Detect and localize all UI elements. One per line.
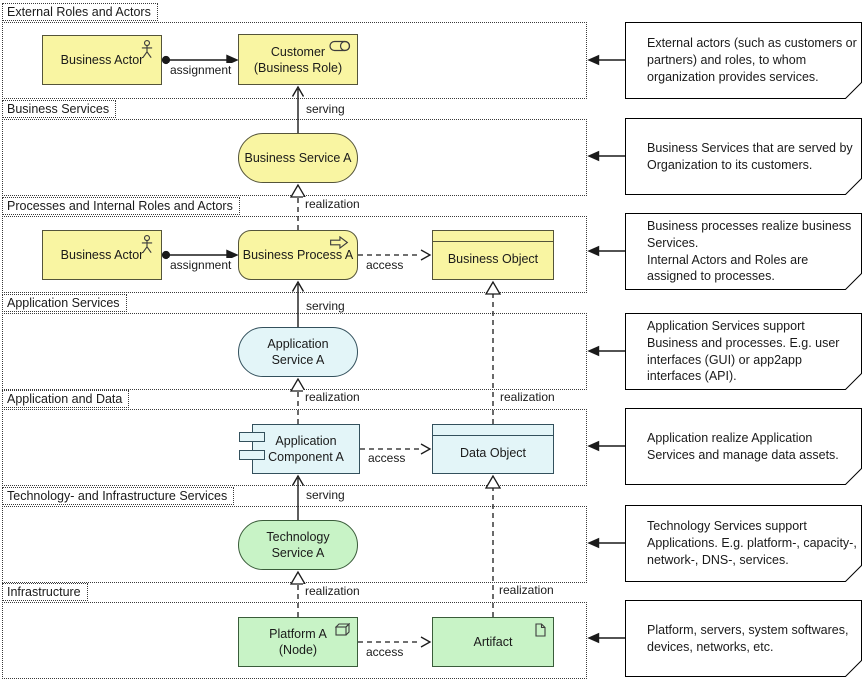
element-label: Application Service A	[267, 337, 329, 367]
business-actor-box[interactable]: Business Actor	[42, 230, 162, 280]
annotation-text: Application Services support Business an…	[647, 319, 840, 384]
data-object-box[interactable]: Data Object	[432, 424, 554, 474]
realization-connector-component-aservice[interactable]	[289, 377, 307, 424]
element-label: Business Process A	[242, 248, 354, 262]
access-connector-component-dataobject[interactable]	[360, 443, 432, 455]
business-object-box[interactable]: Business Object	[432, 230, 554, 280]
assignment-label: assignment	[168, 258, 234, 272]
technology-service-a-box[interactable]: Technology Service A	[238, 520, 358, 570]
annotation-text: Application realize Application Services…	[647, 430, 839, 462]
serving-connector-bservice-customer[interactable]	[291, 85, 305, 133]
annotation-arrows	[587, 54, 625, 644]
actor-icon	[140, 40, 154, 59]
process-icon	[329, 235, 349, 250]
annotation-text: External actors (such as customers or pa…	[647, 36, 857, 84]
artifact-box[interactable]: Artifact	[432, 617, 554, 667]
element-label: Business Actor	[60, 248, 144, 262]
object-title-band	[433, 425, 553, 436]
role-icon	[329, 40, 351, 52]
artifact-icon	[535, 623, 546, 637]
lane-processes-internal-roles-actors[interactable]	[2, 216, 587, 293]
annotation-note-infrastructure[interactable]: Platform, servers, system softwares, dev…	[625, 600, 862, 677]
lane-label-processes-internal-roles-actors: Processes and Internal Roles and Actors	[2, 197, 240, 215]
node-icon	[334, 622, 351, 636]
object-title-band	[433, 231, 553, 242]
assignment-connector-actor-process[interactable]	[161, 249, 239, 261]
actor-icon	[140, 235, 154, 254]
component-body	[252, 424, 360, 474]
serving-label: serving	[304, 102, 347, 116]
realization-label: realization	[498, 390, 557, 404]
access-connector-process-businessobject[interactable]	[358, 249, 432, 261]
annotation-text: Business Services that are served by Org…	[647, 140, 853, 172]
annotation-note-business-services[interactable]: Business Services that are served by Org…	[625, 118, 862, 195]
component-port-icon	[239, 432, 265, 442]
realization-label: realization	[497, 583, 556, 597]
annotation-note-external-actors[interactable]: External actors (such as customers or pa…	[625, 22, 862, 99]
annotation-text: Platform, servers, system softwares, dev…	[647, 622, 849, 654]
lane-external-roles-and-actors[interactable]	[2, 22, 587, 99]
annotation-note-application-services[interactable]: Application Services support Business an…	[625, 313, 862, 390]
serving-label: serving	[304, 488, 347, 502]
access-label: access	[366, 451, 408, 465]
application-component-a-box[interactable]: Application Component A	[239, 424, 360, 474]
serving-connector-aservice-process[interactable]	[291, 280, 305, 327]
realization-connector-platform-tservice[interactable]	[289, 570, 307, 617]
lane-label-business-services: Business Services	[2, 100, 117, 118]
serving-label: serving	[304, 299, 347, 313]
assignment-connector-actor-customer[interactable]	[161, 54, 239, 66]
component-port-icon	[239, 450, 265, 460]
annotation-note-business-processes[interactable]: Business processes realize business Serv…	[625, 213, 862, 290]
assignment-label: assignment	[168, 63, 234, 77]
element-label: Application Component A	[268, 434, 344, 464]
lane-label-technology-infrastructure-services: Technology- and Infrastructure Services	[2, 487, 235, 505]
annotation-note-technology-services[interactable]: Technology Services support Applications…	[625, 505, 862, 582]
business-process-a-box[interactable]: Business Process A	[238, 230, 358, 280]
serving-connector-tservice-component[interactable]	[291, 474, 305, 520]
element-label: Artifact	[473, 635, 513, 649]
lane-application-and-data[interactable]	[2, 409, 587, 486]
element-label: Customer (Business Role)	[253, 44, 343, 75]
realization-label: realization	[303, 197, 362, 211]
platform-a-node-box[interactable]: Platform A (Node)	[238, 617, 358, 667]
annotation-text: Business processes realize business Serv…	[647, 219, 852, 284]
application-service-a-box[interactable]: Application Service A	[238, 327, 358, 377]
realization-label: realization	[303, 584, 362, 598]
element-label: Technology Service A	[266, 530, 330, 560]
business-service-a-box[interactable]: Business Service A	[238, 133, 358, 183]
customer-business-role-box[interactable]: Customer (Business Role)	[238, 34, 358, 85]
realization-connector-artifact-dataobject[interactable]	[484, 474, 502, 617]
access-label: access	[364, 258, 406, 272]
access-label: access	[364, 645, 406, 659]
element-label: Business Actor	[60, 53, 144, 67]
lane-label-infrastructure: Infrastructure	[2, 583, 88, 601]
element-label: Business Service A	[244, 151, 352, 165]
realization-label: realization	[303, 390, 362, 404]
realization-connector-dataobject-businessobject[interactable]	[484, 280, 502, 424]
realization-connector-process-bservice[interactable]	[289, 183, 307, 230]
lane-label-application-services: Application Services	[2, 294, 127, 312]
access-connector-platform-artifact[interactable]	[358, 636, 432, 648]
lane-label-external-roles-and-actors: External Roles and Actors	[2, 3, 158, 21]
element-label: Business Object	[447, 252, 539, 266]
element-label: Platform A (Node)	[269, 627, 327, 657]
lane-label-application-and-data: Application and Data	[2, 390, 130, 408]
annotation-text: Technology Services support Applications…	[647, 519, 857, 567]
element-label: Data Object	[459, 446, 526, 460]
business-actor-box[interactable]: Business Actor	[42, 35, 162, 85]
annotation-note-application-data[interactable]: Application realize Application Services…	[625, 408, 862, 485]
